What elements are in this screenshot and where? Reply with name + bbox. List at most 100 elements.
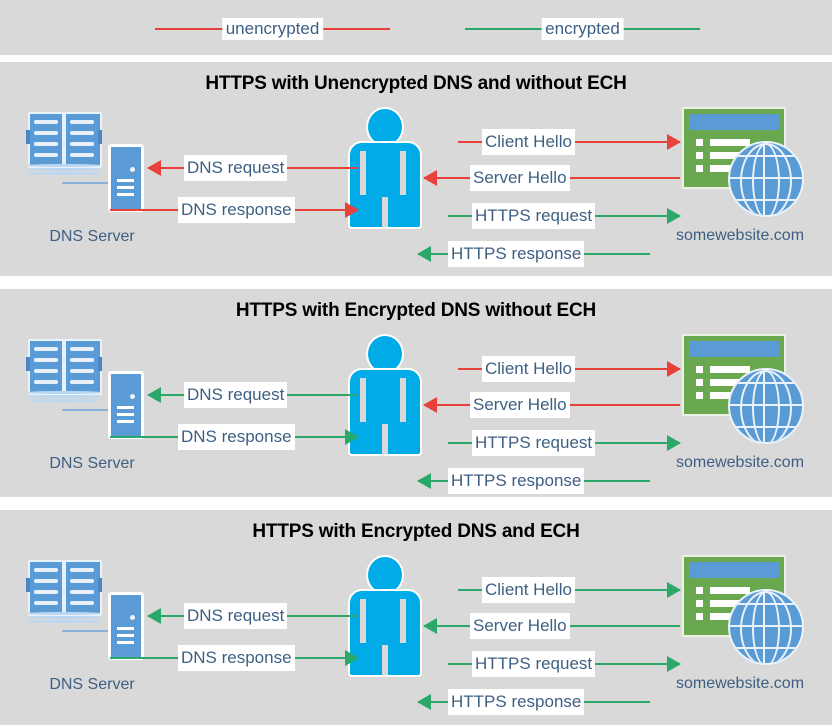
dns-flow-row: DNS response — [110, 645, 359, 671]
flow-label: Server Hello — [470, 613, 570, 639]
book-page-left — [28, 339, 66, 395]
server-stripe — [117, 413, 134, 416]
list-bullet-icon — [696, 392, 703, 399]
flow-label: Client Hello — [482, 577, 575, 603]
book-clasp — [26, 130, 30, 144]
arrow-head-right — [667, 656, 681, 672]
arrow-head-right — [667, 435, 681, 451]
https-flow-row: HTTPS response — [417, 241, 650, 267]
person-icon — [348, 107, 422, 229]
list-bullet-icon — [696, 165, 703, 172]
book-line — [70, 142, 94, 146]
book-line — [34, 153, 58, 157]
person-arm-gap — [400, 599, 406, 643]
server-connection-line — [62, 409, 110, 411]
legend-label-encrypted: encrypted — [541, 18, 624, 40]
dns-server-label: DNS Server — [49, 676, 135, 693]
book-page-left — [28, 560, 66, 616]
book-line — [34, 120, 58, 124]
book-clasp — [98, 578, 102, 592]
person-icon — [348, 555, 422, 677]
server-indicator-icon — [130, 394, 135, 399]
list-line — [710, 587, 750, 594]
book-page-edge — [28, 612, 100, 615]
person-arm-gap — [400, 378, 406, 422]
book-line — [34, 142, 58, 146]
https-flow-row: HTTPS request — [448, 651, 681, 677]
arrow-head-left — [417, 473, 431, 489]
address-book-icon — [26, 110, 102, 175]
book-page-edge — [28, 168, 100, 171]
book-line — [34, 358, 58, 362]
server-stripe — [117, 420, 134, 423]
list-bullet-icon — [696, 139, 703, 146]
book-line — [34, 590, 58, 594]
dns-flow-row: DNS request — [147, 155, 358, 181]
server-connection-line — [62, 630, 110, 632]
globe-icon — [728, 141, 804, 217]
website-label: somewebsite.com — [675, 454, 805, 471]
https-flow-row: HTTPS request — [448, 203, 681, 229]
website-label: somewebsite.com — [675, 675, 805, 692]
arrow-head-right — [667, 208, 681, 224]
list-line — [710, 366, 750, 373]
book-line — [34, 369, 58, 373]
person-icon — [348, 334, 422, 456]
book-page-edge — [28, 164, 100, 167]
book-line — [34, 568, 58, 572]
list-bullet-icon — [696, 600, 703, 607]
book-line — [34, 131, 58, 135]
dns-server-label: DNS Server — [49, 228, 135, 245]
server-tower-icon — [108, 592, 144, 660]
book-clasp — [26, 578, 30, 592]
book-spine — [62, 560, 66, 612]
list-bullet-icon — [696, 152, 703, 159]
book-line — [70, 358, 94, 362]
https-flow-row: Server Hello — [423, 392, 680, 418]
dns-flow-row: DNS response — [110, 424, 359, 450]
person-head — [366, 107, 404, 147]
server-stripe — [117, 634, 134, 637]
server-stripe — [117, 627, 134, 630]
flow-label: DNS request — [184, 155, 288, 181]
arrow-head-left — [423, 397, 437, 413]
dns-flow-row: DNS request — [147, 603, 358, 629]
book-line — [34, 579, 58, 583]
panel-title: HTTPS with Encrypted DNS and ECH — [252, 521, 580, 542]
server-indicator-icon — [130, 167, 135, 172]
arrow-head-left — [147, 608, 161, 624]
arrow-head-left — [147, 387, 161, 403]
arrow-head-right — [667, 134, 681, 150]
flow-label: DNS response — [178, 197, 295, 223]
flow-label: HTTPS request — [472, 651, 596, 677]
server-stripe — [117, 186, 134, 189]
book-line — [70, 380, 94, 384]
arrow-head-left — [417, 246, 431, 262]
flow-label: HTTPS response — [448, 689, 585, 715]
book-page-right — [64, 339, 102, 395]
legend-item-unencrypted: unencrypted — [155, 18, 390, 40]
dns-server-label: DNS Server — [49, 455, 135, 472]
book-clasp — [26, 357, 30, 371]
flow-label: HTTPS request — [472, 430, 596, 456]
arrow-head-left — [417, 694, 431, 710]
address-book-icon — [26, 558, 102, 623]
book-line — [70, 347, 94, 351]
book-line — [70, 153, 94, 157]
legend-label-unencrypted: unencrypted — [221, 18, 324, 40]
book-page-edge — [28, 172, 100, 175]
arrow-head-right — [345, 429, 359, 445]
arrow-head-left — [423, 170, 437, 186]
globe-icon — [728, 589, 804, 665]
book-page-right — [64, 112, 102, 168]
flow-label: HTTPS response — [448, 241, 585, 267]
website-globe-icon — [682, 334, 804, 444]
book-line — [34, 347, 58, 351]
https-flow-row: Client Hello — [458, 356, 681, 382]
arrow-head-right — [345, 202, 359, 218]
flow-label: DNS response — [178, 424, 295, 450]
list-bullet-icon — [696, 587, 703, 594]
person-arm-gap — [360, 378, 366, 422]
https-flow-row: Server Hello — [423, 613, 680, 639]
